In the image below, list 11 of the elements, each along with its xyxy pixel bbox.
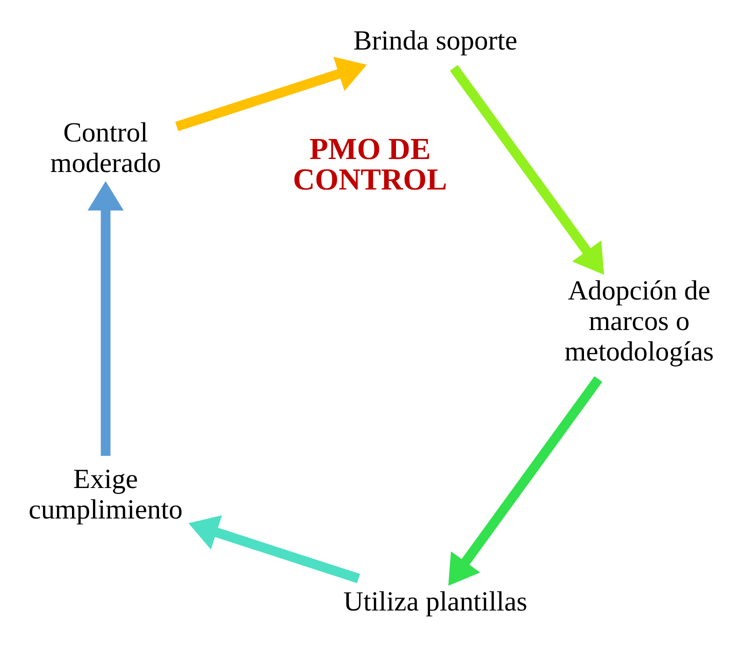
arrow — [175, 56, 367, 131]
arrow — [88, 180, 124, 456]
node-text: Utiliza plantillas — [343, 584, 528, 616]
node-text: Control moderado — [50, 116, 162, 178]
label: PMO DE CONTROL — [292, 131, 448, 196]
node-text: Exige cumplimiento — [28, 462, 183, 524]
arrow — [448, 376, 602, 586]
node-text: Brinda soporte — [353, 24, 518, 55]
node-text: Adopción de marcos o metodologías — [564, 274, 714, 366]
arrow — [450, 64, 604, 274]
arrow — [188, 514, 360, 583]
